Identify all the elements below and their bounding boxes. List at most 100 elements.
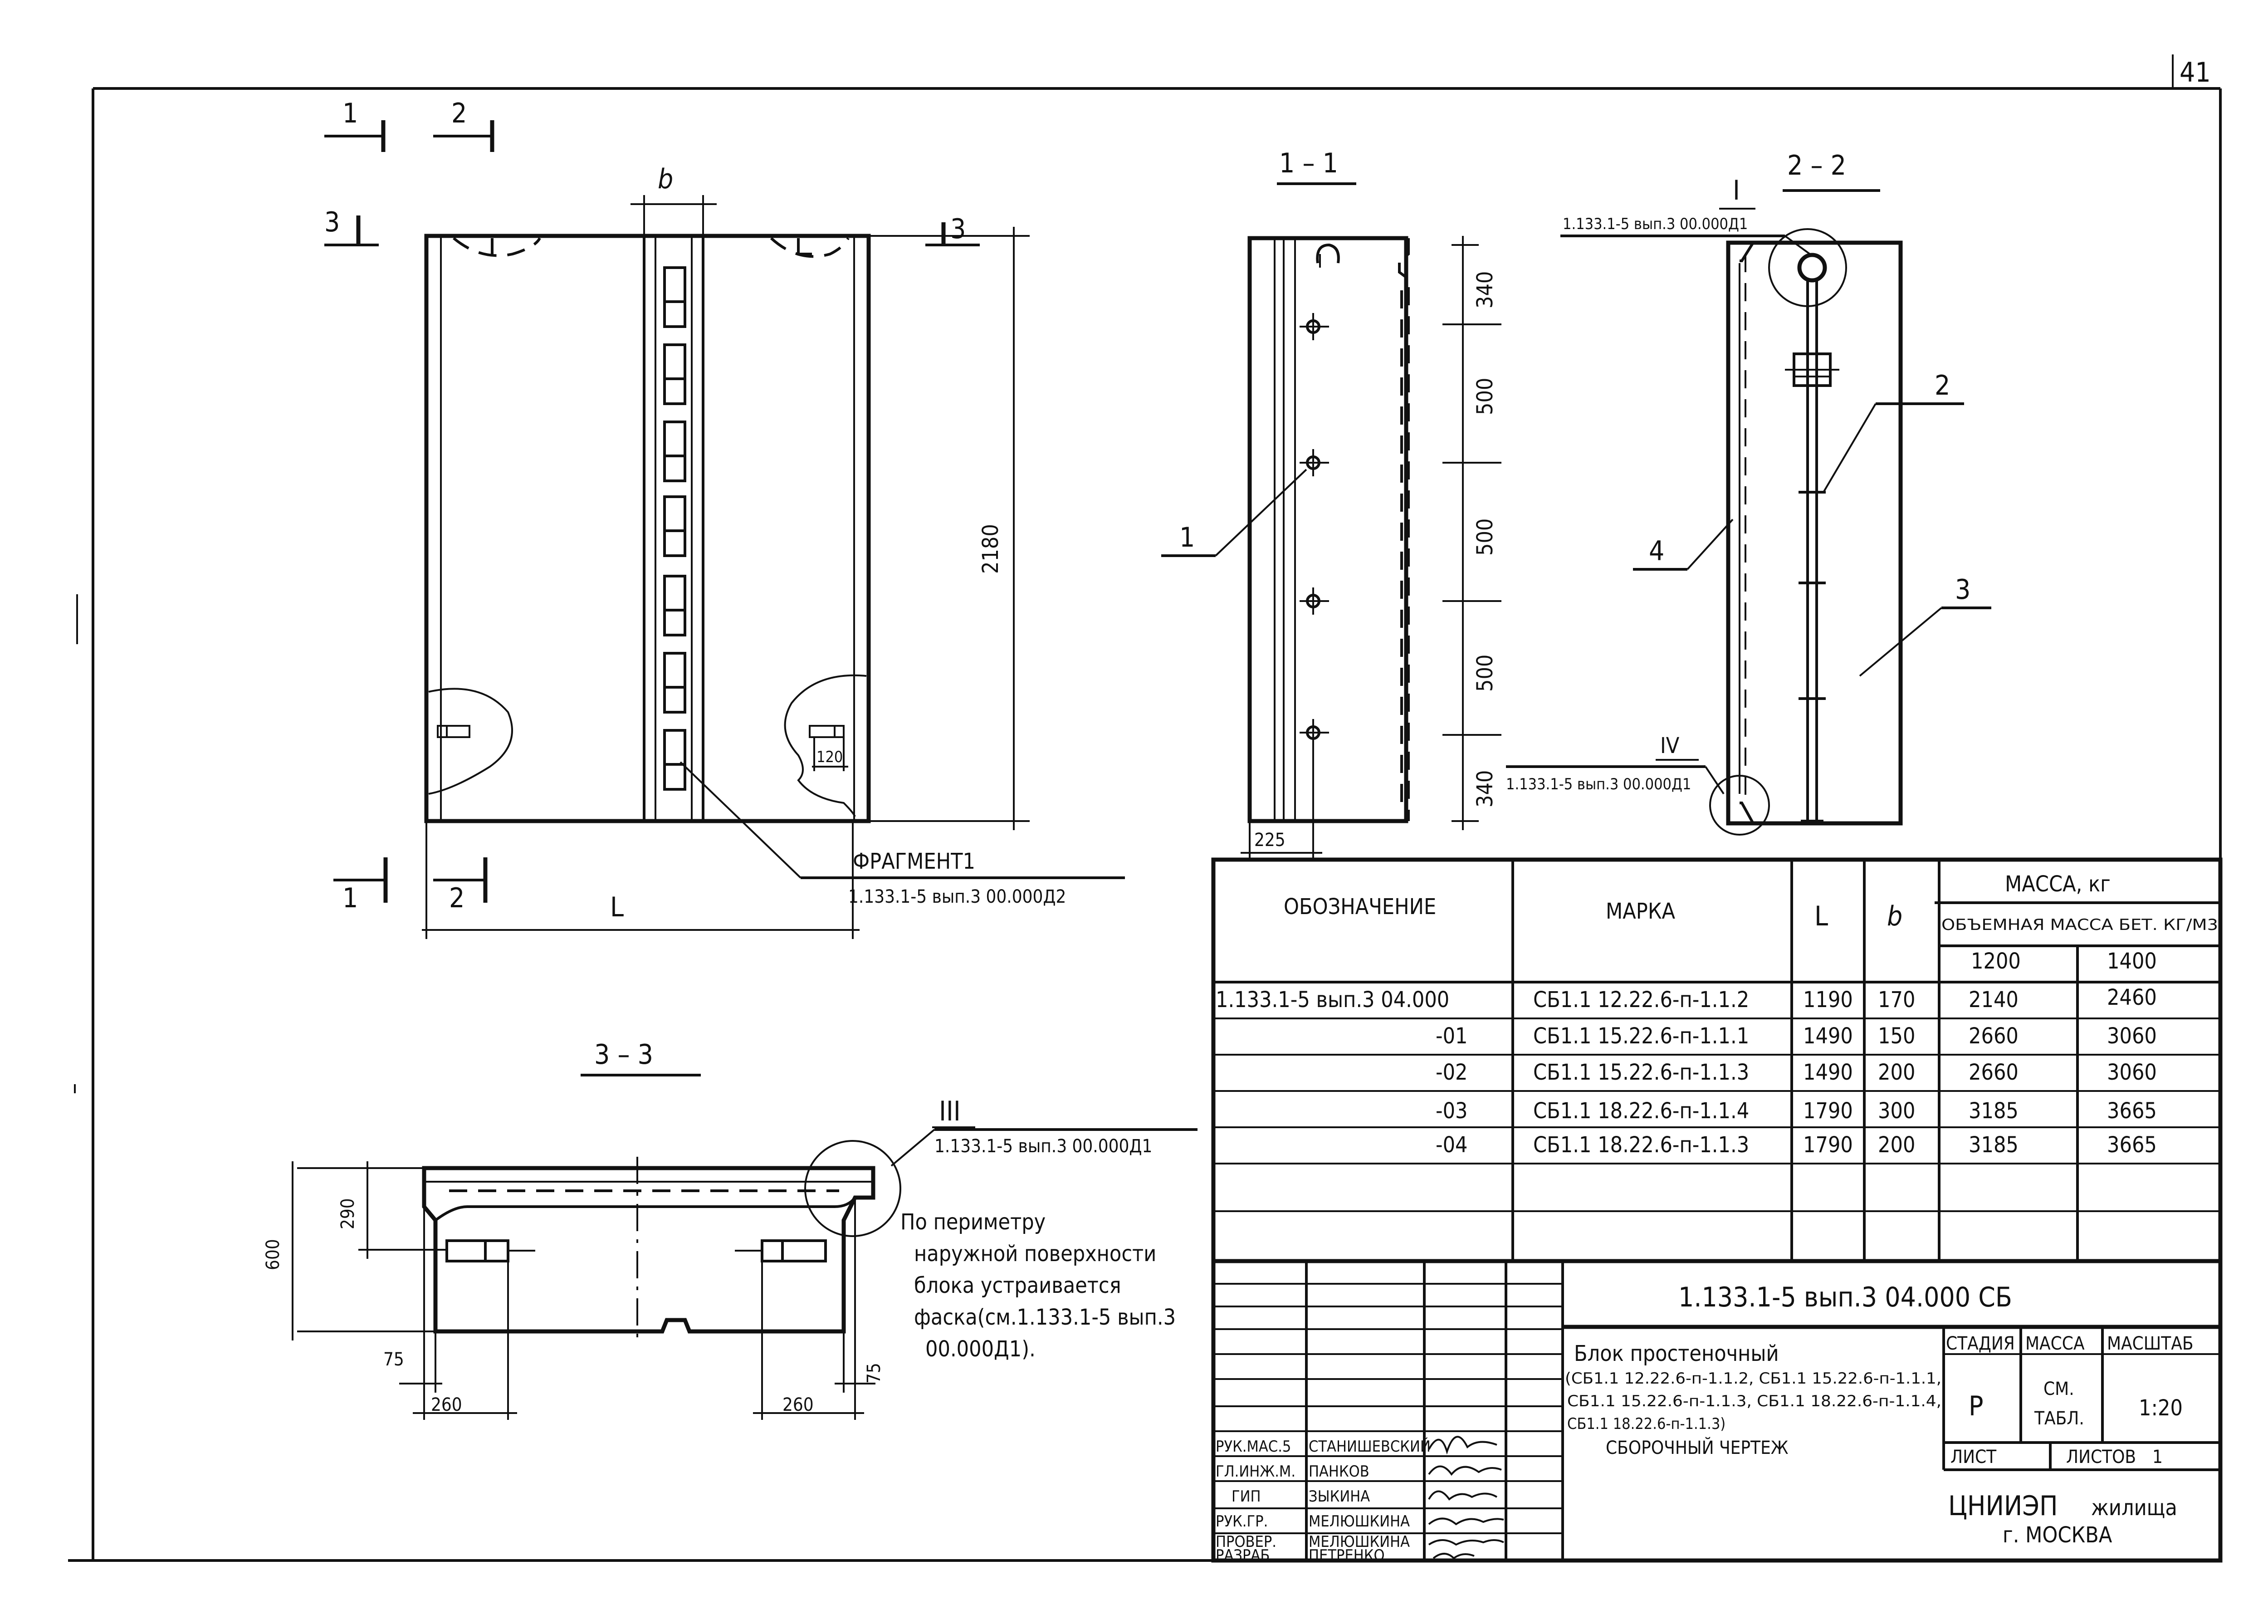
doc-code: 1.133.1-5 вып.3 04.000 СБ <box>1678 1282 2012 1313</box>
cell-m2: 2460 <box>2107 985 2157 1010</box>
cell-mark: СБ1.1 12.22.6-п-1.1.2 <box>1533 987 1749 1013</box>
table-row: -03 СБ1.1 18.22.6-п-1.1.4 1790 300 3185 … <box>1436 1098 2157 1124</box>
th-d1: 1200 <box>1971 949 2021 974</box>
callout-3: 3 <box>1955 574 1970 606</box>
cell-m2: 3060 <box>2107 1060 2157 1085</box>
name-line-2: (СБ1.1 12.22.6-п-1.1.2, СБ1.1 15.22.6-п-… <box>1565 1370 1941 1388</box>
cell-m1: 2660 <box>1969 1023 2019 1049</box>
dim-1-1-e: 340 <box>1472 770 1498 807</box>
dim-3-3-75-right: 75 <box>864 1363 885 1384</box>
cell-b: 200 <box>1878 1132 1915 1158</box>
cell-b: 150 <box>1878 1023 1915 1049</box>
cell-m1: 3185 <box>1969 1132 2019 1158</box>
name-line-4: СБ1.1 18.22.6-п-1.1.3) <box>1567 1415 1725 1433</box>
cell-l: 1490 <box>1803 1060 1853 1085</box>
cell-designation: -01 <box>1436 1023 1468 1049</box>
dim-b: b <box>658 163 673 195</box>
dim-3-3-290: 290 <box>337 1198 358 1229</box>
cell-l: 1190 <box>1803 987 1853 1013</box>
section-3-3: 3 – 3 III 1.133.1-5 вып.3 00.000Д1 290 6… <box>263 1039 1198 1420</box>
section-mark-1-top: 1 <box>342 98 358 129</box>
cell-mark: СБ1.1 18.22.6-п-1.1.4 <box>1533 1098 1749 1124</box>
note-line-2: наружной поверхности <box>914 1241 1156 1267</box>
person-4: МЕЛЮШКИНА <box>1309 1512 1410 1531</box>
mass-line-1: СМ. <box>2043 1379 2074 1399</box>
role-4: РУК.ГР. <box>1216 1512 1268 1531</box>
node-I-label: I <box>1733 175 1740 206</box>
dim-1-1-bottom: 225 <box>1254 830 1286 851</box>
note-line-1: По периметру <box>900 1209 1046 1235</box>
cell-designation: -02 <box>1436 1060 1468 1085</box>
cell-m1: 2660 <box>1969 1060 2019 1085</box>
scale-value: 1:20 <box>2139 1395 2183 1421</box>
cell-l: 1490 <box>1803 1023 1853 1049</box>
section-2-2: 2 – 2 I 1.133.1-5 вып.3 00.000Д1 2 <box>1506 150 1991 836</box>
cell-mark: СБ1.1 15.22.6-п-1.1.3 <box>1533 1060 1749 1085</box>
front-view: 120 b 2180 L 1 2 3 3 1 2 <box>324 98 1125 939</box>
note-line-4: фаска(см.1.133.1-5 вып.3 <box>914 1305 1176 1330</box>
spec-table: ОБОЗНАЧЕНИЕ МАРКА L b МАССА, кг ОБЪЕМНАЯ… <box>1211 857 2223 1263</box>
dim-3-3-600: 600 <box>263 1239 284 1270</box>
org-suffix: жилища <box>2091 1495 2177 1521</box>
cell-designation: 1.133.1-5 вып.3 04.000 <box>1216 987 1449 1013</box>
mass-label: МАССА <box>2025 1333 2085 1354</box>
sheet-number: 41 <box>2180 57 2211 88</box>
stage-value: Р <box>1969 1390 1984 1422</box>
title-block: 1.133.1-5 вып.3 04.000 СБ Блок простеноч… <box>1211 1259 2223 1565</box>
role-3: ГИП <box>1232 1487 1261 1506</box>
th-density: ОБЪЕМНАЯ МАССА БЕТ. КГ/М3 <box>1941 916 2218 934</box>
dim-slot: 120 <box>816 748 843 766</box>
node-III-label: III <box>939 1096 961 1127</box>
section-3-3-title: 3 – 3 <box>594 1039 653 1071</box>
cell-b: 300 <box>1878 1098 1915 1124</box>
th-d2: 1400 <box>2107 949 2157 974</box>
cell-l: 1790 <box>1803 1132 1853 1158</box>
dim-height: 2180 <box>978 524 1003 574</box>
person-5: МЕЛЮШКИНА <box>1309 1533 1410 1551</box>
callout-2: 2 <box>1935 370 1950 401</box>
section-1-1-callout: 1 <box>1179 522 1195 553</box>
dim-1-1-d: 500 <box>1472 655 1498 692</box>
th-b: b <box>1887 900 1902 932</box>
sheets-label: ЛИСТОВ <box>2066 1447 2136 1467</box>
cell-m2: 3665 <box>2107 1132 2157 1158</box>
section-1-1-anchors <box>1300 313 1329 746</box>
dim-1-1-c: 500 <box>1472 519 1498 556</box>
note-line-3: блока устраивается <box>914 1273 1121 1298</box>
dim-length: L <box>610 891 624 923</box>
mass-line-2: ТАБЛ. <box>2034 1408 2084 1429</box>
th-designation: ОБОЗНАЧЕНИЕ <box>1284 894 1436 920</box>
cell-b: 200 <box>1878 1060 1915 1085</box>
cell-designation: -04 <box>1436 1132 1468 1158</box>
section-1-1-title: 1 – 1 <box>1279 147 1338 179</box>
role-5: ПРОВЕР. <box>1216 1533 1276 1551</box>
section-2-2-title: 2 – 2 <box>1787 150 1846 181</box>
section-mark-3-right: 3 <box>950 213 966 245</box>
cell-l: 1790 <box>1803 1098 1853 1124</box>
role-2: ГЛ.ИНЖ.М. <box>1216 1463 1295 1481</box>
node-IV-label: IV <box>1660 733 1680 758</box>
person-1: СТАНИШЕВСКИЙ <box>1309 1437 1431 1456</box>
callout-4: 4 <box>1649 535 1664 567</box>
fragment-label: ФРАГМЕНТ1 <box>853 849 975 874</box>
sheet-label: ЛИСТ <box>1950 1447 1997 1467</box>
table-row: -01 СБ1.1 15.22.6-п-1.1.1 1490 150 2660 … <box>1436 1023 2157 1049</box>
dim-1-1-b: 500 <box>1472 378 1498 415</box>
joint-keys <box>663 266 686 791</box>
cell-designation: -03 <box>1436 1098 1468 1124</box>
org-city: г. МОСКВА <box>2003 1522 2112 1548</box>
table-row: -04 СБ1.1 18.22.6-п-1.1.3 1790 200 3185 … <box>1436 1132 2157 1158</box>
name-line-5: СБОРОЧНЫЙ ЧЕРТЕЖ <box>1606 1437 1789 1458</box>
cell-m1: 2140 <box>1969 987 2019 1013</box>
section-mark-3-left: 3 <box>324 206 340 238</box>
dim-3-3-260-right: 260 <box>782 1394 814 1415</box>
person-2: ПАНКОВ <box>1309 1463 1369 1481</box>
node-III-ref: 1.133.1-5 вып.3 00.000Д1 <box>934 1136 1152 1157</box>
role-6: РАЗРАБ. <box>1216 1546 1274 1565</box>
node-I-ref: 1.133.1-5 вып.3 00.000Д1 <box>1563 215 1748 233</box>
dim-1-1-a: 340 <box>1472 271 1498 308</box>
node-IV-ref: 1.133.1-5 вып.3 00.000Д1 <box>1506 775 1691 793</box>
section-mark-1-bottom: 1 <box>342 882 358 914</box>
role-1: РУК.МАС.5 <box>1216 1438 1291 1456</box>
